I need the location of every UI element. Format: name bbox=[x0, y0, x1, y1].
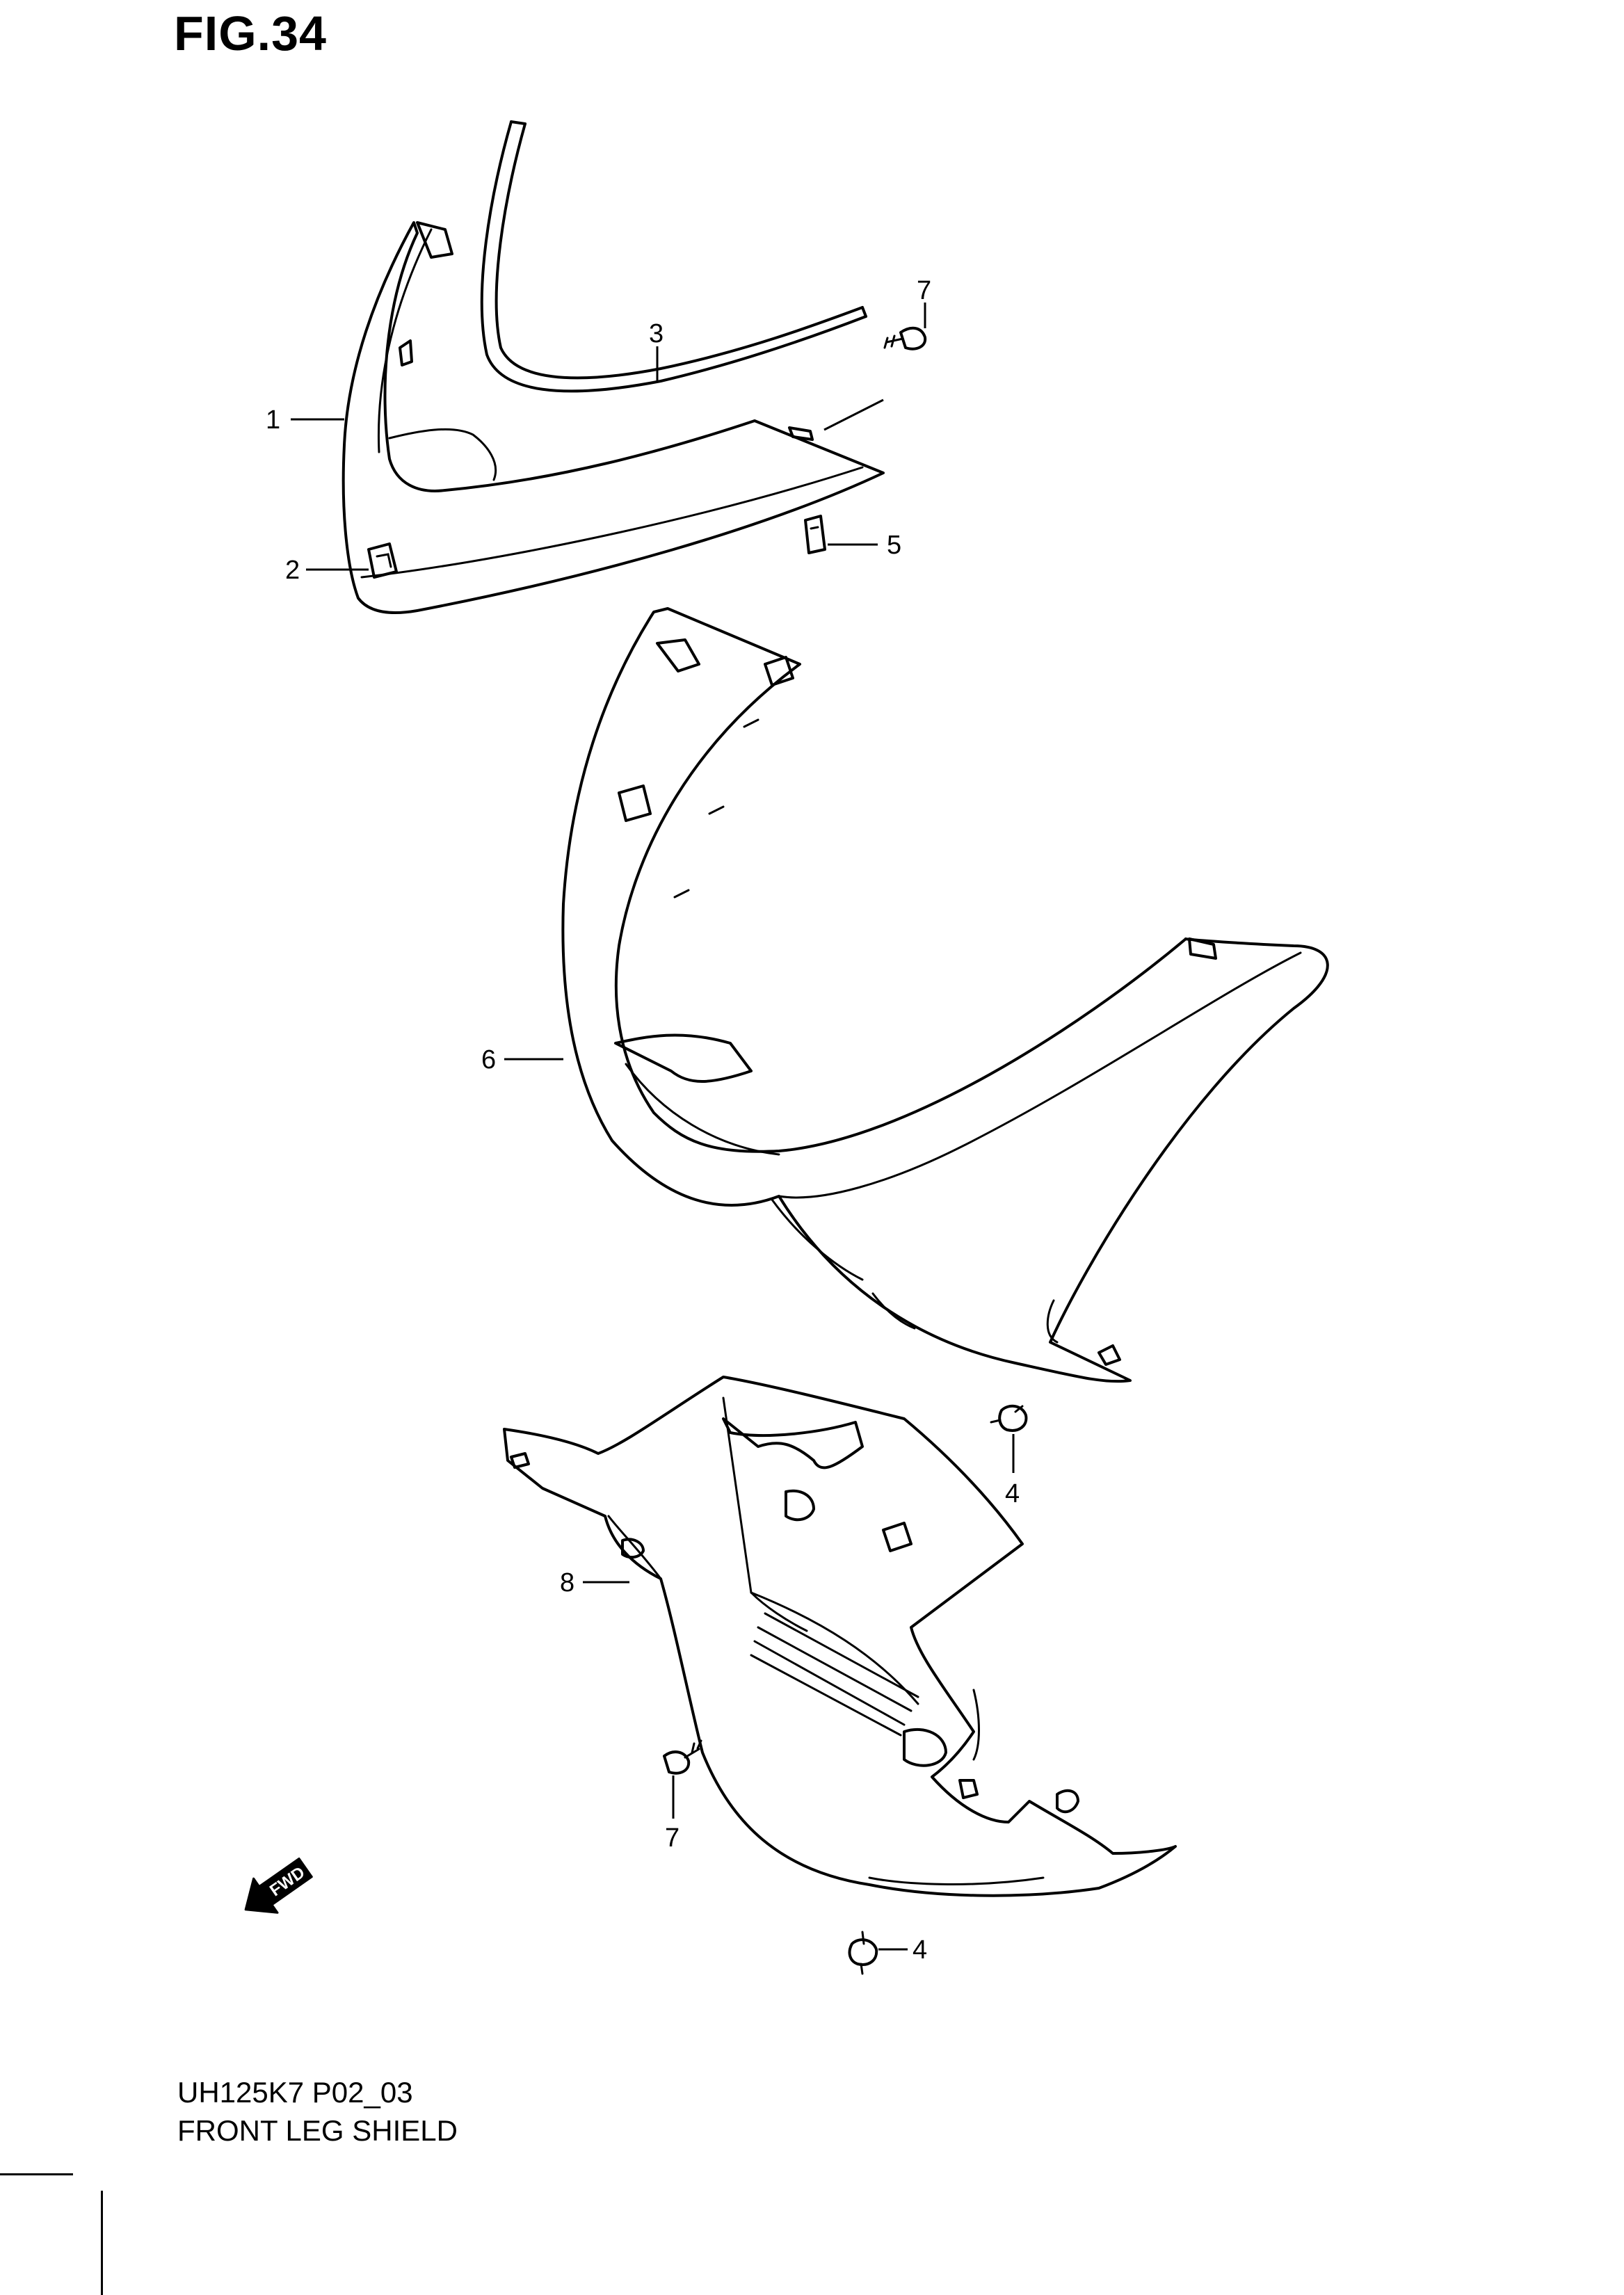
model-code: UH125K7 P02_03 bbox=[177, 2076, 413, 2109]
callout-1: 1 bbox=[266, 405, 280, 435]
callout-4-lower: 4 bbox=[913, 1935, 927, 1965]
crop-mark-vertical bbox=[101, 2191, 103, 2295]
callout-4-upper: 4 bbox=[1005, 1479, 1020, 1508]
crop-mark-horizontal bbox=[0, 2173, 73, 2175]
part-6-front-leg-shield bbox=[561, 607, 1329, 1383]
part-name: FRONT LEG SHIELD bbox=[177, 2114, 458, 2147]
callout-7-lower: 7 bbox=[665, 1823, 680, 1853]
part-7-screw-lower bbox=[663, 1739, 702, 1775]
callout-8: 8 bbox=[560, 1568, 574, 1597]
figure-title: FIG.34 bbox=[174, 6, 327, 61]
part-2-clip bbox=[367, 542, 398, 579]
leader-lines bbox=[291, 303, 1015, 1951]
callout-6: 6 bbox=[481, 1045, 496, 1074]
callout-labels: 1 2 3 7 5 6 4 8 7 4 bbox=[266, 276, 1020, 1965]
callout-3: 3 bbox=[649, 319, 664, 348]
callout-7-top: 7 bbox=[917, 276, 931, 305]
part-4-rivet-lower bbox=[848, 1931, 878, 1975]
part-1-upper-cover bbox=[341, 221, 885, 614]
part-7-screw-top bbox=[883, 326, 927, 351]
part-8-lower-leg-shield bbox=[503, 1376, 1177, 1897]
part-3-trim-strip bbox=[480, 120, 867, 393]
part-4-rivet-upper bbox=[990, 1404, 1028, 1432]
part-5-nut bbox=[804, 515, 826, 554]
fwd-arrow-icon: FWD bbox=[244, 1857, 313, 1914]
callout-2: 2 bbox=[285, 556, 300, 585]
callout-5: 5 bbox=[887, 531, 901, 560]
